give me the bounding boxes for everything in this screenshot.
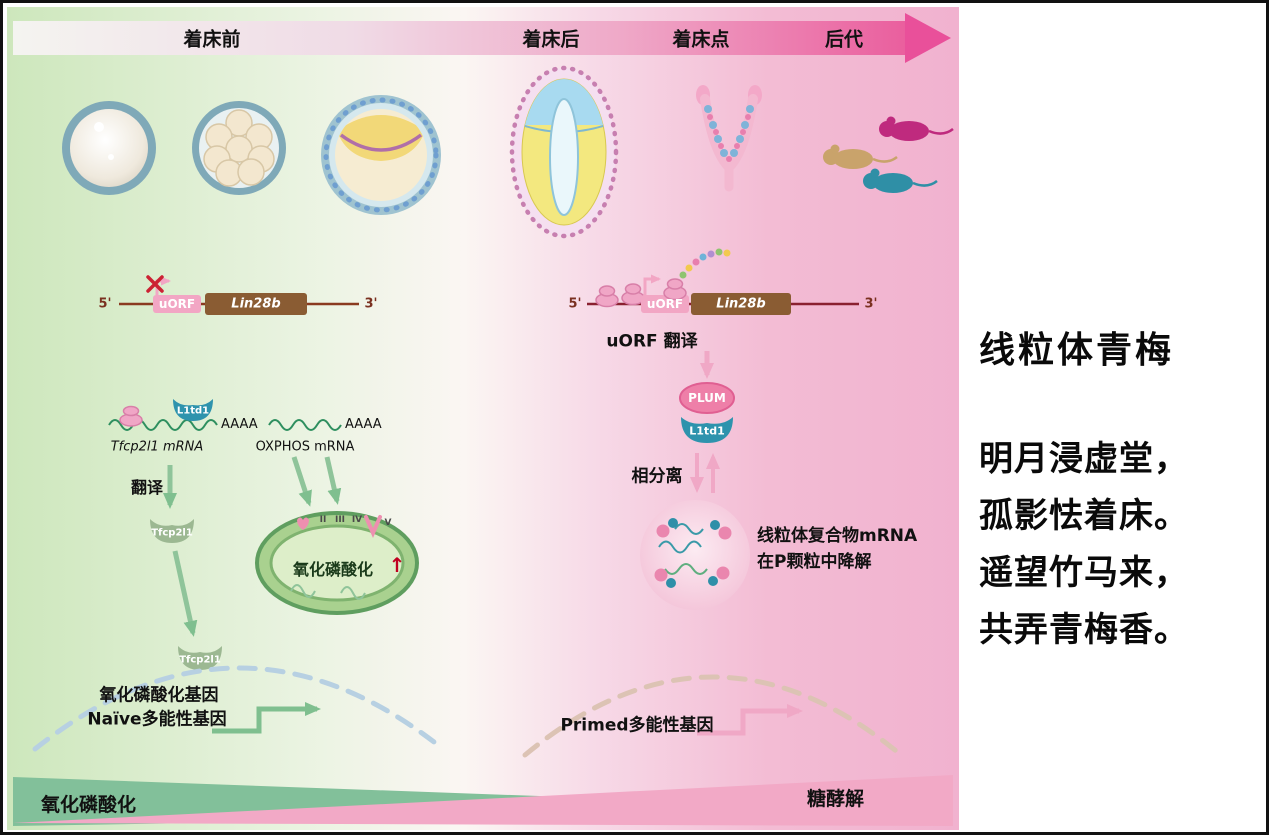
uorf-translation-label: uORF 翻译 [606, 331, 698, 352]
nucleus-left-envelope [32, 665, 446, 752]
left-mrna-3prime: 3' [364, 296, 378, 312]
mitochondrion [255, 511, 419, 615]
left-lin28b-label: Lin28b [231, 296, 281, 312]
primed-gene-arrow [697, 704, 803, 736]
stage-banner-arrowhead [905, 13, 951, 63]
embryo-morula [192, 101, 286, 195]
tfcp2l1-protein-a [150, 519, 194, 543]
tfcp2l1-protein-a-label: Tfcp2l1 [151, 527, 193, 539]
phase-separation-arrows [690, 453, 720, 493]
oxphos-to-mito-arrows [291, 456, 342, 507]
diagram-panel: 着床前 着床后 着床点 后代 5' uORF Lin28b 3' 5' uORF… [7, 7, 959, 830]
oxphos-up-arrow: ↑ [388, 553, 406, 577]
right-mrna-5prime: 5' [568, 296, 582, 312]
right-uorf-label: uORF [646, 297, 684, 311]
tfcp2l1-mrna-label: Tfcp2l1 mRNA [110, 439, 204, 455]
oxphos-mrna-label: OXPHOS mRNA [255, 439, 355, 455]
complex-blob-icon [297, 517, 309, 530]
tfcp2l1-mrna-wave [108, 399, 218, 431]
glycolysis-wedge [13, 775, 953, 826]
poem-panel: 线粒体青梅 明月浸虚堂， 孤影怯着床。 遥望竹马来， 共弄青梅香。 [979, 321, 1266, 659]
implantation-sites-diagram [696, 85, 762, 192]
poem-line-4: 共弄青梅香。 [979, 610, 1189, 650]
diagram-artwork [13, 65, 954, 826]
poem-line-3: 遥望竹马来， [979, 553, 1189, 593]
right-lin28b-label: Lin28b [716, 296, 766, 312]
tfcp2l1-nuclear-import-arrow [172, 550, 198, 637]
complex-v-label: V [384, 518, 392, 528]
embryo-blastocyst [321, 95, 441, 215]
stage-label-preimplantation: 着床前 [183, 28, 241, 51]
stage-label-offspring: 后代 [824, 28, 864, 51]
blocked-x-icon [146, 275, 164, 293]
l1td1-right-label: L1td1 [689, 424, 725, 438]
right-mrna-3prime: 3' [864, 296, 878, 312]
polyA-label-2: AAAA [345, 417, 382, 432]
phase-separation-label: 相分离 [631, 466, 683, 487]
ribosome-icon [595, 283, 645, 308]
l1td1-protein-right [681, 417, 733, 443]
left-mrna-5prime: 5' [98, 296, 112, 312]
stage-banner [13, 21, 905, 55]
ribosome-icon [119, 405, 143, 427]
oxphos-genes-label: 氧化磷酸化基因 [99, 685, 219, 706]
complex-ii-label: II [319, 515, 327, 525]
l1td1-left-label: L1td1 [176, 405, 210, 417]
complex-iv-label: IV [351, 515, 363, 525]
translation-label: 翻译 [130, 478, 164, 497]
embryo-zygote [62, 101, 156, 195]
p-granule-condensate [640, 500, 750, 610]
l1td1-protein-left [173, 399, 213, 421]
nascent-peptide-beads [679, 248, 731, 279]
left-uorf-label: uORF [158, 297, 196, 311]
mrna-right-schematic [587, 248, 859, 315]
stage-label-implantation-site: 着床点 [672, 28, 730, 51]
embryo-egg-cylinder [509, 65, 619, 239]
complex-v-icon [364, 515, 382, 538]
poem-title: 线粒体青梅 [979, 329, 1175, 371]
plum-protein [679, 382, 735, 414]
mitochondrion-oxphos-label: 氧化磷酸化 [292, 560, 374, 579]
stage-label-postimplantation: 着床后 [522, 28, 580, 51]
poem-line-1: 明月浸虚堂， [979, 439, 1189, 479]
naive-gene-arrow [212, 702, 321, 734]
naive-pluripotency-genes-label: Naïve多能性基因 [87, 709, 227, 730]
ribosome-icon [663, 278, 687, 301]
bottom-oxphos-label: 氧化磷酸化 [41, 794, 137, 816]
granule-label-line2: 在P颗粒中降解 [757, 552, 872, 572]
bottom-glycolysis-label: 糖酵解 [807, 788, 865, 810]
complex-iii-label: III [334, 515, 346, 525]
tfcp2l1-protein-b-label: Tfcp2l1 [179, 654, 221, 666]
plum-label: PLUM [688, 391, 726, 405]
mrna-left-schematic [119, 275, 359, 315]
offspring-mice [823, 116, 954, 193]
nucleus-right-envelope [522, 674, 904, 758]
polyA-label-1: AAAA [221, 417, 258, 432]
poem-line-2: 孤影怯着床。 [979, 496, 1189, 536]
tfcp2l1-protein-b [178, 646, 222, 670]
primed-pluripotency-genes-label: Primed多能性基因 [560, 715, 714, 736]
granule-label-line1: 线粒体复合物mRNA [757, 526, 918, 546]
oxphos-mrna-wave [268, 419, 342, 431]
